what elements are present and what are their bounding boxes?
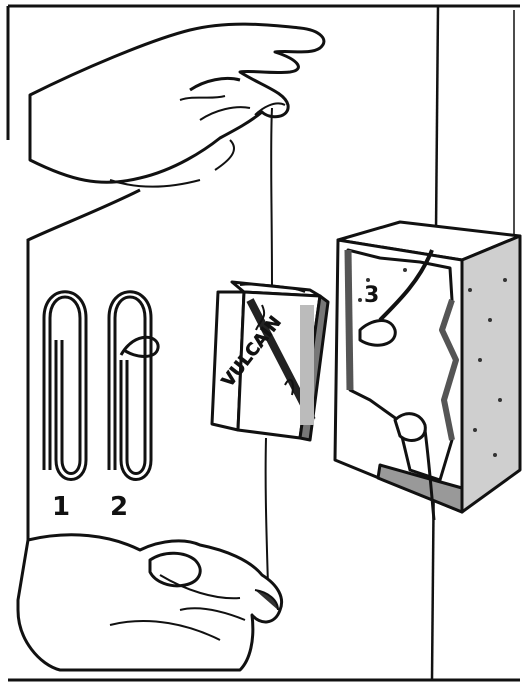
paper-clip-2 bbox=[109, 292, 158, 480]
top-hand bbox=[30, 24, 324, 187]
inner-box-number: 3 bbox=[364, 283, 379, 308]
clip-label-1: 1 bbox=[52, 492, 70, 522]
matchbox bbox=[212, 282, 328, 440]
bottom-hand bbox=[18, 535, 282, 670]
cutaway-box bbox=[335, 222, 520, 520]
clip-label-2: 2 bbox=[110, 492, 128, 522]
paper-clip-1 bbox=[44, 292, 86, 480]
